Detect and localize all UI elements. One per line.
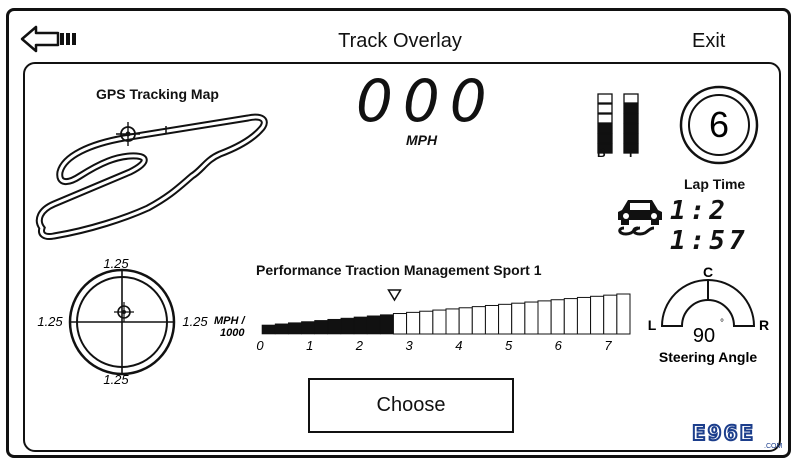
g-force-right: 1.25: [182, 314, 208, 329]
rpm-segment: [419, 310, 434, 335]
brake-bar-segment: [597, 123, 613, 134]
g-force-left: 1.25: [37, 314, 63, 329]
rpm-tick-labels: 0 1 2 3 4 5 6 7: [256, 338, 612, 353]
rpm-segment: [590, 295, 605, 335]
brake-bar-segment: [597, 143, 613, 154]
logo-text: E96E: [692, 421, 755, 445]
rpm-tick-label: 3: [405, 338, 413, 353]
rpm-segment: [353, 316, 368, 335]
rpm-tick-label: 6: [555, 338, 563, 353]
brake-bar-segment: [597, 113, 613, 124]
gear-indicator: 6: [679, 85, 759, 165]
gear-value: 6: [709, 104, 729, 145]
rpm-segment: [550, 299, 565, 335]
rpm-segment: [458, 307, 473, 335]
rpm-segment: [340, 317, 355, 335]
rpm-segment: [406, 311, 421, 335]
brake-label: B: [597, 146, 606, 160]
brake-bar-segment: [597, 93, 613, 104]
brake-bar: [597, 93, 613, 154]
rpm-segment: [498, 303, 513, 335]
rpm-segment: [524, 301, 539, 335]
overlay-panel: [23, 62, 781, 452]
rpm-segment: [287, 322, 302, 335]
back-arrow-icon: [20, 25, 76, 53]
rpm-segment: [471, 306, 486, 335]
throttle-bar-segment: [623, 113, 639, 124]
brake-throttle-bars: [597, 93, 639, 154]
steering-value: 90: [693, 325, 715, 347]
rpm-segment: [274, 323, 289, 335]
g-force-meter: 1.25 1.25 1.25 1.25: [37, 256, 208, 387]
rpm-segment: [366, 315, 381, 335]
logo-sub: .COM: [764, 443, 782, 450]
rpm-bar-graph: MPH / 1000 0 1 2 3 4 5 6 7: [214, 289, 631, 353]
speed-readout: 000: [356, 67, 497, 135]
rpm-tick-label: 4: [455, 338, 462, 353]
throttle-bar: [623, 93, 639, 154]
lap-time-value: 1:2 1:57: [670, 196, 749, 256]
rpm-segment: [603, 294, 618, 335]
exit-button[interactable]: Exit: [692, 30, 726, 52]
page-title: Track Overlay: [338, 30, 462, 52]
rpm-segment: [511, 302, 526, 335]
gps-map-title: GPS Tracking Map: [96, 86, 219, 102]
rpm-segment: [484, 304, 500, 335]
steering-left-label: L: [648, 317, 657, 333]
ptm-title: Performance Traction Management Sport 1: [256, 262, 542, 278]
rpm-segment: [379, 314, 394, 335]
steering-angle-title: Steering Angle: [659, 349, 757, 365]
brake-bar-segment: [597, 133, 613, 144]
throttle-bar-segment: [623, 143, 639, 154]
rpm-segment: [563, 298, 578, 335]
crosshair-icon: [116, 122, 140, 146]
crosshair-icon: [114, 302, 134, 322]
rpm-tick-label: 5: [505, 338, 513, 353]
brake-bar-segment: [597, 103, 613, 114]
screen-frame: [6, 8, 791, 458]
rpm-segment: [261, 324, 276, 335]
gps-track-map: [35, 113, 268, 240]
traction-car-icon: [618, 200, 662, 236]
rpm-segment: [327, 318, 342, 335]
throttle-label: T: [627, 146, 635, 160]
steering-center-label: C: [703, 264, 713, 280]
rpm-segment: [432, 309, 447, 335]
throttle-bar-segment: [623, 93, 639, 104]
rpm-segment: [616, 293, 631, 335]
rpm-tick-label: 0: [256, 338, 264, 353]
rpm-segment: [576, 296, 592, 335]
rpm-segment: [392, 313, 408, 335]
g-force-bottom: 1.25: [103, 372, 129, 387]
rpm-segment: [537, 300, 552, 335]
rpm-segment: [445, 308, 460, 335]
lap-time-title: Lap Time: [684, 176, 746, 192]
rpm-unit-top: MPH /: [214, 315, 247, 327]
back-button[interactable]: [18, 22, 78, 56]
g-force-top: 1.25: [103, 256, 129, 271]
steering-right-label: R: [759, 317, 769, 333]
rpm-segments: [261, 293, 631, 335]
rpm-segment: [314, 320, 329, 335]
rpm-segment: [301, 321, 315, 335]
speed-unit: MPH: [406, 132, 438, 148]
steering-degree-unit: °: [720, 318, 724, 329]
throttle-bar-segment: [623, 133, 639, 144]
rpm-tick-label: 1: [306, 338, 313, 353]
rpm-pointer-icon: [387, 289, 402, 302]
throttle-bar-segment: [623, 123, 639, 134]
throttle-bar-segment: [623, 103, 639, 114]
choose-button[interactable]: Choose: [308, 378, 514, 433]
steering-angle-gauge: C L R 90 ° Steering Angle: [648, 264, 769, 365]
rpm-tick-label: 2: [355, 338, 364, 353]
rpm-tick-label: 7: [604, 338, 612, 353]
e9e-logo: E96E .COM: [691, 420, 782, 450]
rpm-unit-bottom: 1000: [220, 327, 245, 339]
